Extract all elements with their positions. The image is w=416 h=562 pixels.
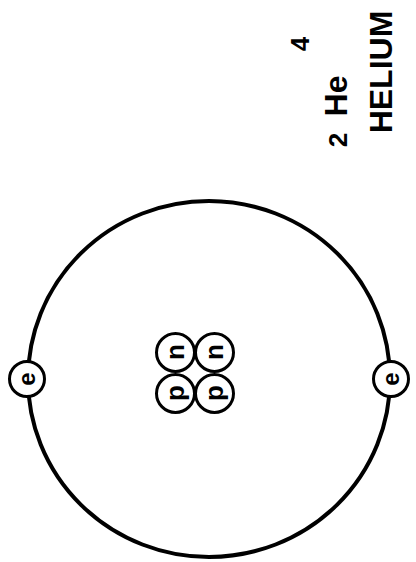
neutron-circle: n (155, 332, 196, 373)
proton-circle: p (194, 373, 235, 414)
element-name: HELIUM (365, 11, 397, 134)
mass-number: 4 (287, 37, 313, 51)
particle-letter: e (379, 372, 403, 385)
particle-letter: e (15, 372, 39, 385)
electron-orbit (28, 201, 390, 557)
electron-circle: e (8, 360, 46, 398)
element-symbol: He (320, 76, 352, 117)
particle-letter: p (162, 385, 188, 401)
particle-letter: p (201, 385, 227, 401)
proton-circle: p (155, 373, 196, 414)
neutron-circle: n (194, 332, 235, 373)
electron-circle: e (372, 360, 410, 398)
atomic-number: 2 (325, 133, 351, 147)
particle-letter: n (201, 344, 227, 360)
particle-letter: n (162, 344, 188, 360)
